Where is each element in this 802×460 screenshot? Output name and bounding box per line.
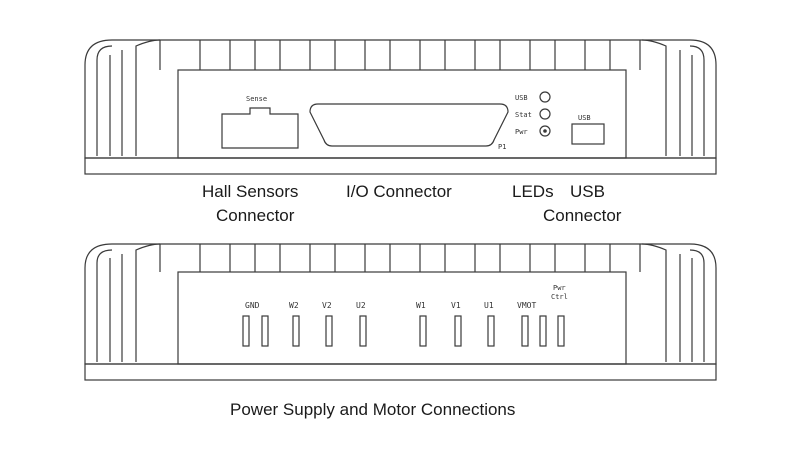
power-supply-caption: Power Supply and Motor Connections xyxy=(230,400,516,419)
terminal-gnd-b xyxy=(261,315,269,347)
terminal-u1 xyxy=(487,315,495,347)
usb-caption-line2: Connector xyxy=(543,206,622,225)
u2-label: U2 xyxy=(356,301,366,310)
gnd-label: GND xyxy=(245,301,260,310)
io-connector-caption: I/O Connector xyxy=(346,182,452,201)
hall-caption-line2: Connector xyxy=(215,206,295,225)
terminal-w1 xyxy=(419,315,427,347)
bottom-device-view: GND W2 V2 U2 W1 V1 U1 VMOT Pwr Ctrl xyxy=(84,243,717,381)
terminal-gnd-a xyxy=(242,315,250,347)
usb-led xyxy=(539,91,551,103)
terminal-vmot-a xyxy=(521,315,529,347)
u1-label: U1 xyxy=(484,301,494,310)
hall-sensor-connector xyxy=(221,107,299,149)
hall-sensors-caption: Hall Sensors Connector xyxy=(202,180,298,228)
vmot-label: VMOT xyxy=(517,301,536,310)
terminal-pwr-ctrl xyxy=(557,315,565,347)
w2-label: W2 xyxy=(289,301,299,310)
v1-label: V1 xyxy=(451,301,461,310)
p1-label: P1 xyxy=(498,143,506,151)
terminal-vmot-b xyxy=(539,315,547,347)
sense-label: Sense xyxy=(246,95,267,103)
terminal-w2 xyxy=(292,315,300,347)
terminal-v1 xyxy=(454,315,462,347)
stat-led-label: Stat xyxy=(515,111,532,119)
housing-outline-bottom xyxy=(84,243,717,365)
pwr-ctrl-label-line2: Ctrl xyxy=(551,293,568,301)
usb-led-label: USB xyxy=(515,94,528,102)
usb-port xyxy=(571,123,605,145)
top-device-view: Sense P1 USB Stat Pwr USB xyxy=(84,39,717,175)
w1-label: W1 xyxy=(416,301,426,310)
usb-port-label: USB xyxy=(578,114,591,122)
terminal-v2 xyxy=(325,315,333,347)
housing-outline xyxy=(84,39,717,159)
base-plate-bottom xyxy=(84,363,717,381)
v2-label: V2 xyxy=(322,301,332,310)
pwr-led-label: Pwr xyxy=(515,128,528,136)
hall-caption-line1: Hall Sensors xyxy=(202,182,299,201)
io-connector xyxy=(309,103,509,147)
terminal-u2 xyxy=(359,315,367,347)
usb-connector-caption: USB Connector xyxy=(543,180,621,228)
usb-caption-line1: USB xyxy=(570,182,605,201)
leds-caption: LEDs xyxy=(512,182,554,201)
stat-led xyxy=(539,108,551,120)
pwr-led xyxy=(539,125,551,137)
pwr-ctrl-label-line1: Pwr xyxy=(553,284,566,292)
base-plate xyxy=(84,157,717,175)
